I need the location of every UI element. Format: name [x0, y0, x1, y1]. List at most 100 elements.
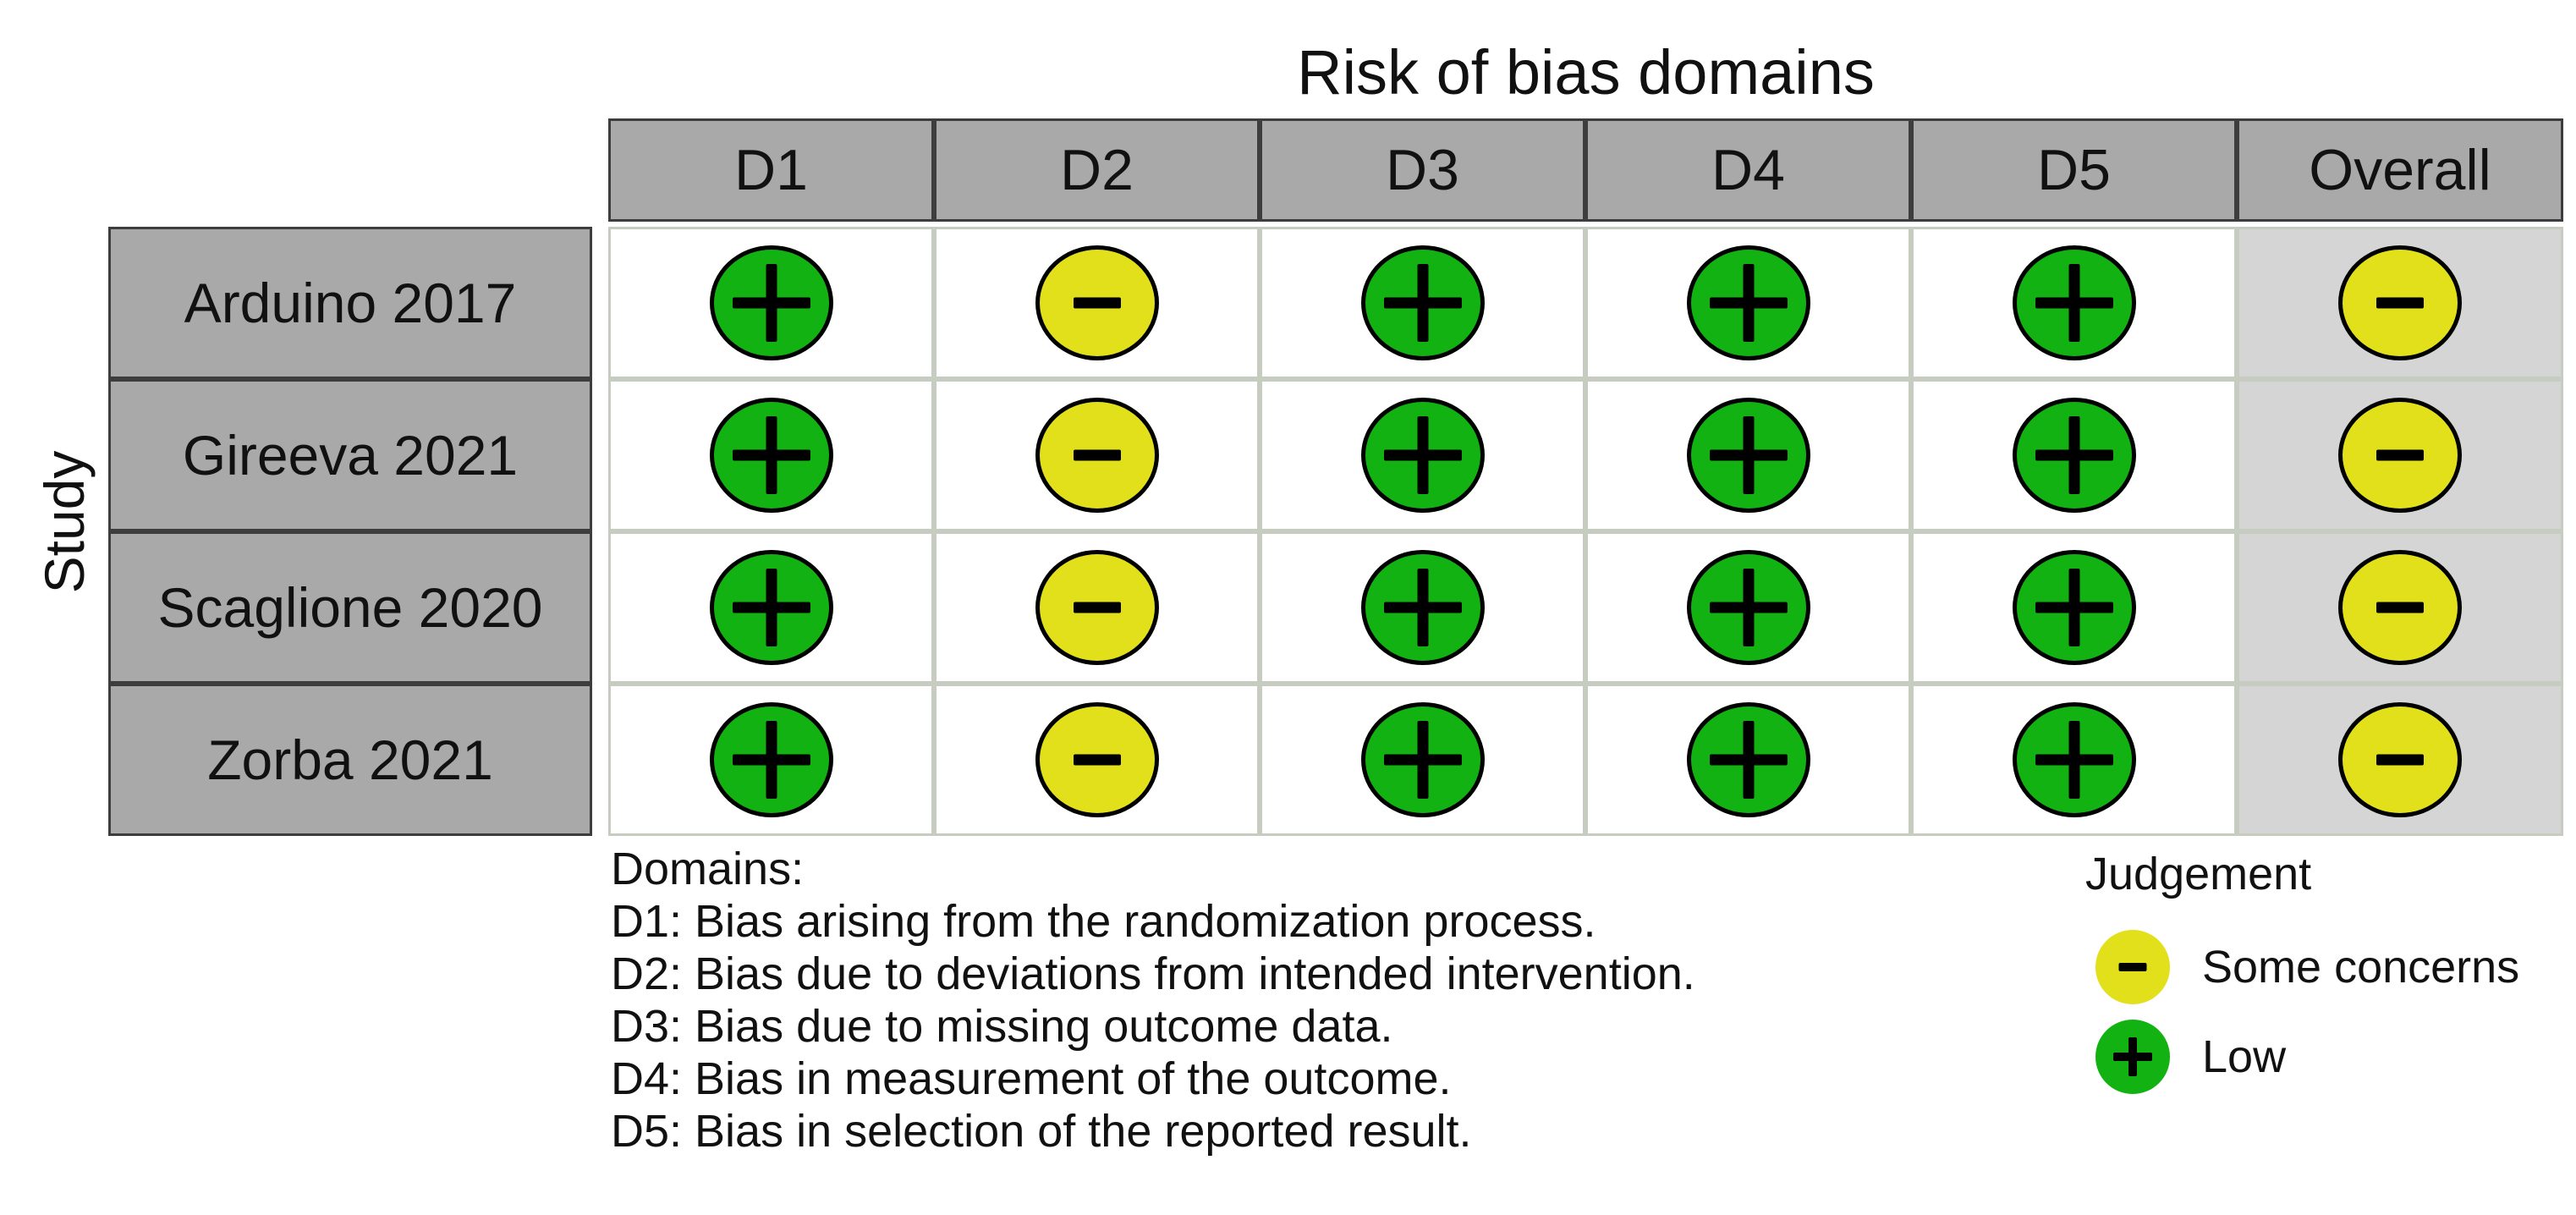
plus-bar-v	[1743, 721, 1754, 799]
plus-bar-v	[1417, 569, 1428, 646]
judgement-cell-overall-row4	[2237, 684, 2563, 836]
footnote-heading: Domains:	[611, 844, 805, 894]
plus-bar-v	[2068, 721, 2079, 799]
column-header-d1: D1	[608, 118, 934, 222]
some-concerns-icon	[1035, 702, 1159, 817]
plus-bar-v	[766, 569, 777, 646]
legend-item-some-concerns: Some concerns	[2085, 922, 2519, 1012]
domain-definition-d5: D5: Bias in selection of the reported re…	[611, 1106, 1472, 1157]
plus-bar-v	[766, 416, 777, 494]
judgement-cell-d2-row2	[934, 379, 1260, 531]
low-risk-icon	[1686, 702, 1810, 817]
judgement-cell-overall-row1	[2237, 227, 2563, 379]
low-risk-icon	[1686, 550, 1810, 665]
legend-item-low: Low	[2085, 1012, 2519, 1102]
judgement-cell-d2-row4	[934, 684, 1260, 836]
low-risk-icon	[2012, 702, 2136, 817]
some-concerns-icon	[2338, 550, 2462, 665]
legend-item-label: Low	[2202, 1031, 2287, 1082]
minus-bar	[2376, 449, 2424, 461]
plus-bar-v	[2068, 264, 2079, 342]
some-concerns-icon	[2095, 930, 2170, 1004]
low-risk-icon	[2095, 1020, 2170, 1094]
some-concerns-icon	[2338, 702, 2462, 817]
domain-footnotes: Domains: D1: Bias arising from the rando…	[611, 843, 1695, 1157]
judgement-cell-d1-row1	[608, 227, 934, 379]
legend-title: Judgement	[2085, 849, 2312, 899]
figure-title: Risk of bias domains	[1297, 37, 1875, 107]
low-risk-icon	[1360, 702, 1485, 817]
minus-bar	[2376, 602, 2424, 613]
judgement-cell-d2-row1	[934, 227, 1260, 379]
judgement-cell-d1-row2	[608, 379, 934, 531]
plus-bar-v	[2068, 416, 2079, 494]
column-header-d5: D5	[1911, 118, 2237, 222]
plus-bar-v	[2068, 569, 2079, 646]
low-risk-icon	[709, 702, 833, 817]
judgement-cell-d5-row2	[1911, 379, 2237, 531]
study-label-2: Gireeva 2021	[108, 379, 592, 531]
judgement-cell-overall-row2	[2237, 379, 2563, 531]
low-risk-icon	[1686, 245, 1810, 360]
domain-definition-d1: D1: Bias arising from the randomization …	[611, 896, 1596, 947]
legend-item-label: Some concerns	[2202, 942, 2520, 992]
judgement-cell-d1-row3	[608, 531, 934, 684]
judgement-cell-d2-row3	[934, 531, 1260, 684]
low-risk-icon	[1360, 245, 1485, 360]
study-label-1: Arduino 2017	[108, 227, 592, 379]
plus-bar-v	[766, 721, 777, 799]
minus-bar	[2376, 297, 2424, 309]
minus-bar	[1073, 602, 1121, 613]
column-header-d2: D2	[934, 118, 1260, 222]
low-risk-icon	[2012, 398, 2136, 513]
some-concerns-icon	[2338, 245, 2462, 360]
plus-bar-v	[2128, 1037, 2137, 1076]
plus-bar-v	[1743, 264, 1754, 342]
plus-bar-v	[1743, 416, 1754, 494]
domain-definition-d4: D4: Bias in measurement of the outcome.	[611, 1053, 1452, 1104]
judgement-cell-d3-row4	[1260, 684, 1585, 836]
domain-definition-d2: D2: Bias due to deviations from intended…	[611, 948, 1695, 999]
low-risk-icon	[1360, 550, 1485, 665]
minus-bar	[1073, 754, 1121, 766]
low-risk-icon	[1360, 398, 1485, 513]
plus-bar-v	[766, 264, 777, 342]
study-label-4: Zorba 2021	[108, 684, 592, 836]
judgement-cell-d4-row4	[1585, 684, 1911, 836]
some-concerns-icon	[2338, 398, 2462, 513]
column-header-overall: Overall	[2237, 118, 2563, 222]
low-risk-icon	[1686, 398, 1810, 513]
domain-definition-d3: D3: Bias due to missing outcome data.	[611, 1001, 1393, 1052]
judgement-cell-d1-row4	[608, 684, 934, 836]
judgement-cell-d4-row3	[1585, 531, 1911, 684]
judgement-cell-d3-row1	[1260, 227, 1585, 379]
study-label-3: Scaglione 2020	[108, 531, 592, 684]
low-risk-icon	[2012, 245, 2136, 360]
minus-bar	[1073, 297, 1121, 309]
low-risk-icon	[2012, 550, 2136, 665]
judgement-cell-d4-row1	[1585, 227, 1911, 379]
low-risk-icon	[709, 550, 833, 665]
judgement-cell-d5-row1	[1911, 227, 2237, 379]
minus-bar	[1073, 449, 1121, 461]
low-risk-icon	[709, 398, 833, 513]
plus-bar-v	[1743, 569, 1754, 646]
some-concerns-icon	[1035, 398, 1159, 513]
some-concerns-icon	[1035, 550, 1159, 665]
judgement-cell-d5-row4	[1911, 684, 2237, 836]
domain-definition-list: D1: Bias arising from the randomization …	[611, 895, 1695, 1157]
column-header-d3: D3	[1260, 118, 1585, 222]
judgement-cell-d4-row2	[1585, 379, 1911, 531]
column-header-d4: D4	[1585, 118, 1911, 222]
judgement-cell-overall-row3	[2237, 531, 2563, 684]
low-risk-icon	[709, 245, 833, 360]
judgement-cell-d3-row3	[1260, 531, 1585, 684]
judgement-cell-d5-row3	[1911, 531, 2237, 684]
some-concerns-icon	[1035, 245, 1159, 360]
judgement-cell-d3-row2	[1260, 379, 1585, 531]
plus-bar-v	[1417, 416, 1428, 494]
